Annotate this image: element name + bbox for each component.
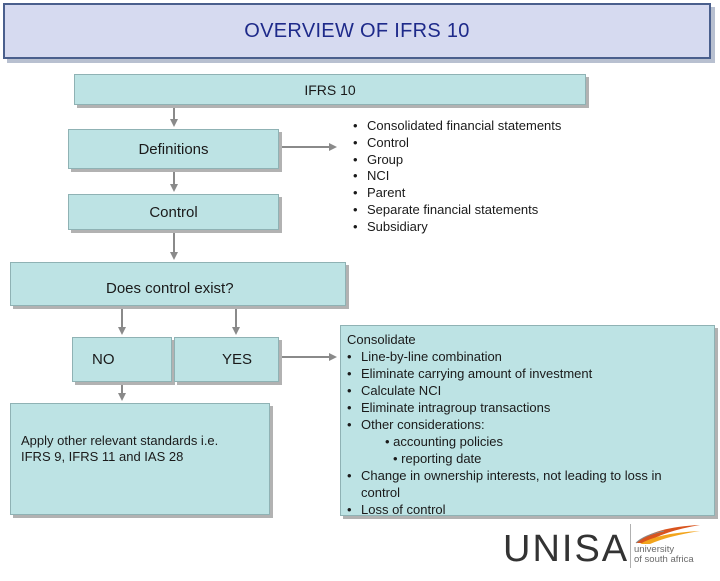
yes-box: YES: [174, 337, 279, 382]
ifrs10-label: IFRS 10: [304, 81, 356, 98]
definitions-list: •Consolidated financial statements •Cont…: [353, 118, 653, 236]
control-question-box: Does control exist?: [10, 262, 346, 306]
page-title: OVERVIEW OF IFRS 10: [244, 19, 470, 42]
logo-subtitle: university of south africa: [634, 544, 694, 565]
list-item: •Control: [353, 134, 409, 150]
consolidate-heading: Consolidate: [347, 332, 416, 347]
list-item: •Eliminate carrying amount of investment: [347, 366, 593, 381]
no-label: NO: [92, 351, 115, 368]
sub-list-item: • accounting policies: [385, 434, 504, 449]
sub-list-item: • reporting date: [393, 451, 482, 466]
definitions-box: Definitions: [68, 129, 279, 169]
apply-text-line-1: Apply other relevant standards i.e.: [21, 433, 219, 448]
yes-label: YES: [222, 351, 253, 368]
list-item: •Calculate NCI: [347, 383, 442, 398]
logo-divider: [630, 524, 631, 568]
list-item: •Loss of control: [347, 502, 446, 517]
list-item: •NCI: [353, 168, 390, 184]
no-box: NO: [72, 337, 172, 382]
list-item-continuation: control: [361, 485, 401, 500]
list-item: •Consolidated financial statements: [353, 118, 562, 133]
consolidate-box: Consolidate •Line-by-line combination •E…: [340, 325, 715, 517]
logo-emblem-icon: [635, 525, 700, 544]
list-item: •Change in ownership interests, not lead…: [347, 468, 662, 483]
definitions-label: Definitions: [138, 140, 209, 158]
ifrs10-box: IFRS 10: [74, 74, 586, 105]
apply-standards-box: Apply other relevant standards i.e. IFRS…: [10, 403, 270, 515]
list-item: •Group: [353, 151, 404, 167]
unisa-logo: UNISA university of south africa: [503, 523, 703, 573]
list-item: •Line-by-line combination: [347, 349, 502, 364]
list-item: •Separate financial statements: [353, 201, 539, 217]
apply-text-line-2: IFRS 9, IFRS 11 and IAS 28: [21, 449, 184, 464]
list-item: •Subsidiary: [353, 218, 428, 234]
control-box: Control: [68, 194, 279, 230]
title-banner: OVERVIEW OF IFRS 10: [3, 3, 711, 59]
logo-wordmark: UNISA: [503, 528, 630, 570]
list-item: •Parent: [353, 185, 406, 201]
control-label: Control: [149, 203, 198, 221]
list-item: •Eliminate intragroup transactions: [347, 400, 551, 415]
list-item: •Other considerations:: [347, 417, 485, 432]
control-question-label: Does control exist?: [106, 280, 234, 297]
